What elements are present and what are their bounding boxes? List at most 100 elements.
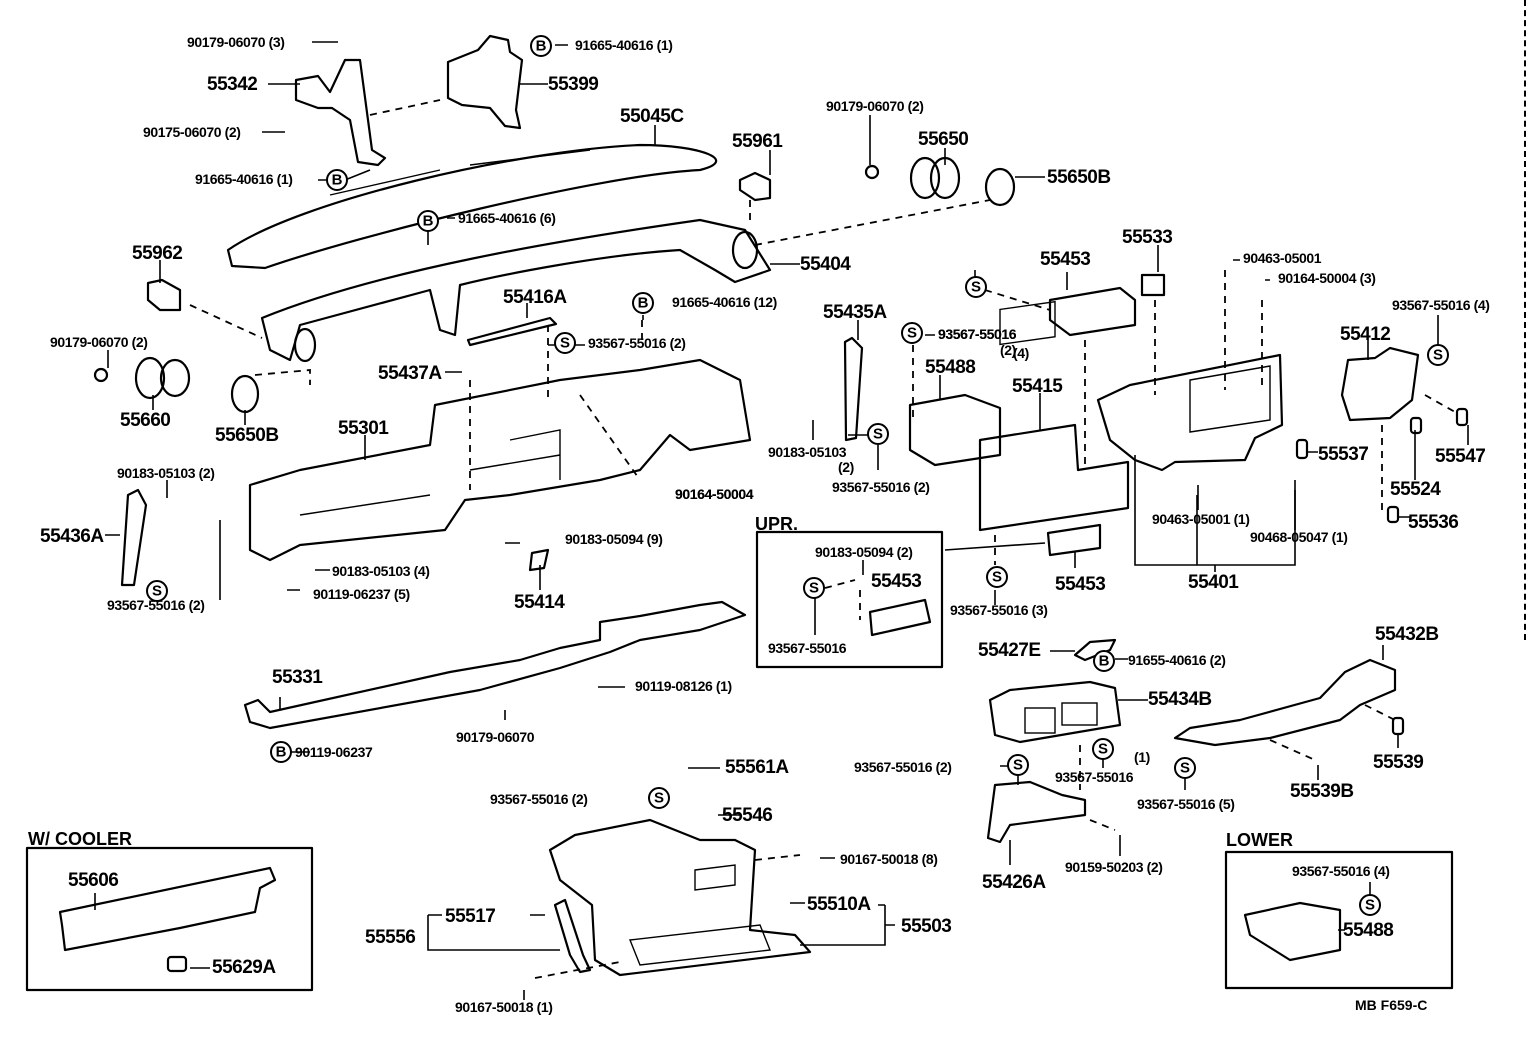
bezel-opening bbox=[999, 300, 1056, 346]
part-number-label: 55488 bbox=[1343, 920, 1394, 941]
screw-symbol-letter: S bbox=[1433, 347, 1443, 364]
part-number-label: 55961 bbox=[732, 131, 783, 152]
screw-symbol-icon bbox=[146, 580, 168, 602]
part-number-label: 55045C bbox=[620, 106, 684, 127]
part-55629A bbox=[166, 955, 188, 973]
vent-opening bbox=[731, 230, 759, 270]
part-55961 bbox=[738, 171, 772, 202]
part-number-label: 55537 bbox=[1318, 444, 1369, 465]
leader-dashed bbox=[1381, 394, 1456, 510]
fastener-label: 90164-50004 (3) bbox=[1278, 270, 1376, 286]
leader-line bbox=[94, 41, 1469, 1000]
fastener-label: (2) bbox=[838, 459, 854, 475]
part-number-label: 55412 bbox=[1340, 324, 1391, 345]
bolt-symbol-letter: B bbox=[1099, 653, 1110, 670]
screw-symbol-icon bbox=[1007, 754, 1029, 776]
fastener-label: (1) bbox=[1134, 749, 1150, 765]
screw-symbol-icon bbox=[648, 787, 670, 809]
part-55434B-duct bbox=[988, 680, 1122, 744]
bolt-symbol-icon bbox=[326, 169, 348, 191]
part-number-label: 55561A bbox=[725, 757, 789, 778]
screw-symbol-icon bbox=[965, 276, 987, 298]
part-number-label: 55503 bbox=[901, 916, 952, 937]
part-55533 bbox=[1140, 273, 1166, 297]
fastener-label: 90183-05103 (4) bbox=[332, 563, 430, 579]
screw-symbol-icon bbox=[554, 332, 576, 354]
screw-symbol-icon bbox=[1174, 757, 1196, 779]
part-55342-bracket bbox=[294, 58, 387, 167]
part-55556-arm bbox=[553, 898, 592, 974]
part-number-label: 55962 bbox=[132, 243, 183, 264]
screw-symbol-letter: S bbox=[1098, 741, 1108, 758]
part-number-label: 55342 bbox=[207, 74, 258, 95]
part-number-label: 55432B bbox=[1375, 624, 1439, 645]
leader-dashed bbox=[534, 854, 801, 979]
part-number-label: 55426A bbox=[982, 872, 1046, 893]
part-number-label: 55301 bbox=[338, 418, 389, 439]
bolt-symbol-icon bbox=[530, 35, 552, 57]
part-number-label: 55533 bbox=[1122, 227, 1173, 248]
screw-symbol-letter: S bbox=[560, 335, 570, 352]
part-55650B-ring bbox=[984, 167, 1016, 207]
screw-symbol-letter: S bbox=[809, 580, 819, 597]
part-number-label: 55546 bbox=[722, 805, 773, 826]
fastener-label: 90119-06237 (5) bbox=[313, 586, 410, 602]
part-55416A bbox=[466, 316, 558, 347]
bolt-symbol-icon bbox=[417, 210, 439, 232]
part-55488-pocket bbox=[908, 393, 1002, 467]
fastener-label: 91665-40616 (6) bbox=[458, 210, 556, 226]
part-number-label: 55547 bbox=[1435, 446, 1486, 467]
fastener-label: 93567-55016 (3) bbox=[950, 602, 1048, 618]
fastener-label: 90175-06070 (2) bbox=[143, 124, 241, 140]
clip-icon bbox=[93, 367, 109, 383]
fastener-label: 90159-50203 (2) bbox=[1065, 859, 1163, 875]
part-number-label: 55524 bbox=[1390, 479, 1441, 500]
fastener-label: 90183-05103 (2) bbox=[117, 465, 215, 481]
fastener-label: 91655-40616 (2) bbox=[1128, 652, 1226, 668]
part-number-label: 55539B bbox=[1290, 781, 1354, 802]
screw-symbol-letter: S bbox=[654, 790, 664, 807]
screw-symbol-letter: S bbox=[1365, 897, 1375, 914]
part-55539-clip bbox=[1391, 716, 1405, 736]
fastener-label: 93567-55016 (2) bbox=[854, 759, 952, 775]
part-55537-clip bbox=[1295, 438, 1309, 460]
screw-symbol-letter: S bbox=[971, 279, 981, 296]
bolt-symbol-letter: B bbox=[536, 38, 547, 55]
part-number-label: 55436A bbox=[40, 526, 104, 547]
leader-dashed bbox=[469, 320, 643, 490]
part-number-label: 55650B bbox=[215, 425, 279, 446]
arrow-line bbox=[944, 542, 1046, 551]
part-number-label: 55660 bbox=[120, 410, 171, 431]
part-number-label: 55650 bbox=[918, 129, 969, 150]
part-number-label: 55510A bbox=[807, 894, 871, 915]
part-55427E bbox=[1073, 638, 1117, 662]
diagram-code: MB F659-C bbox=[1355, 997, 1428, 1013]
screw-symbol-icon bbox=[901, 322, 923, 344]
part-number-label: 55517 bbox=[445, 906, 496, 927]
frame-detail bbox=[299, 429, 561, 516]
fastener-label: (4) bbox=[1013, 345, 1029, 361]
part-55331-reinforcement bbox=[243, 600, 747, 730]
part-55453-upr bbox=[868, 598, 932, 637]
part-55660-vent bbox=[134, 356, 166, 400]
part-55962-grille bbox=[146, 278, 182, 312]
fastener-label: 93567-55016 (2) bbox=[832, 479, 930, 495]
inset-title-upr: UPR. bbox=[755, 514, 799, 534]
vent-opening bbox=[293, 327, 317, 363]
part-number-label: 55606 bbox=[68, 870, 119, 891]
part-55301-frame bbox=[248, 358, 752, 562]
leader-dashed bbox=[369, 99, 441, 116]
fastener-label: 90119-06237 bbox=[295, 744, 373, 760]
fastener-label: 93567-55016 (4) bbox=[1292, 863, 1390, 879]
fastener-label: 90183-05094 (9) bbox=[565, 531, 663, 547]
part-number-label: 55415 bbox=[1012, 376, 1063, 397]
part-55547-clip bbox=[1455, 407, 1469, 427]
fastener-label: 90183-05103 bbox=[768, 444, 847, 460]
glove-box-detail bbox=[629, 864, 771, 966]
fastener-label: 90164-50004 bbox=[675, 486, 754, 502]
screw-symbol-letter: S bbox=[1180, 760, 1190, 777]
leader-dashed bbox=[824, 579, 861, 620]
part-number-label: 55435A bbox=[823, 302, 887, 323]
leader-dashed bbox=[189, 199, 991, 385]
fastener-label: 93567-55016 (2) bbox=[490, 791, 588, 807]
